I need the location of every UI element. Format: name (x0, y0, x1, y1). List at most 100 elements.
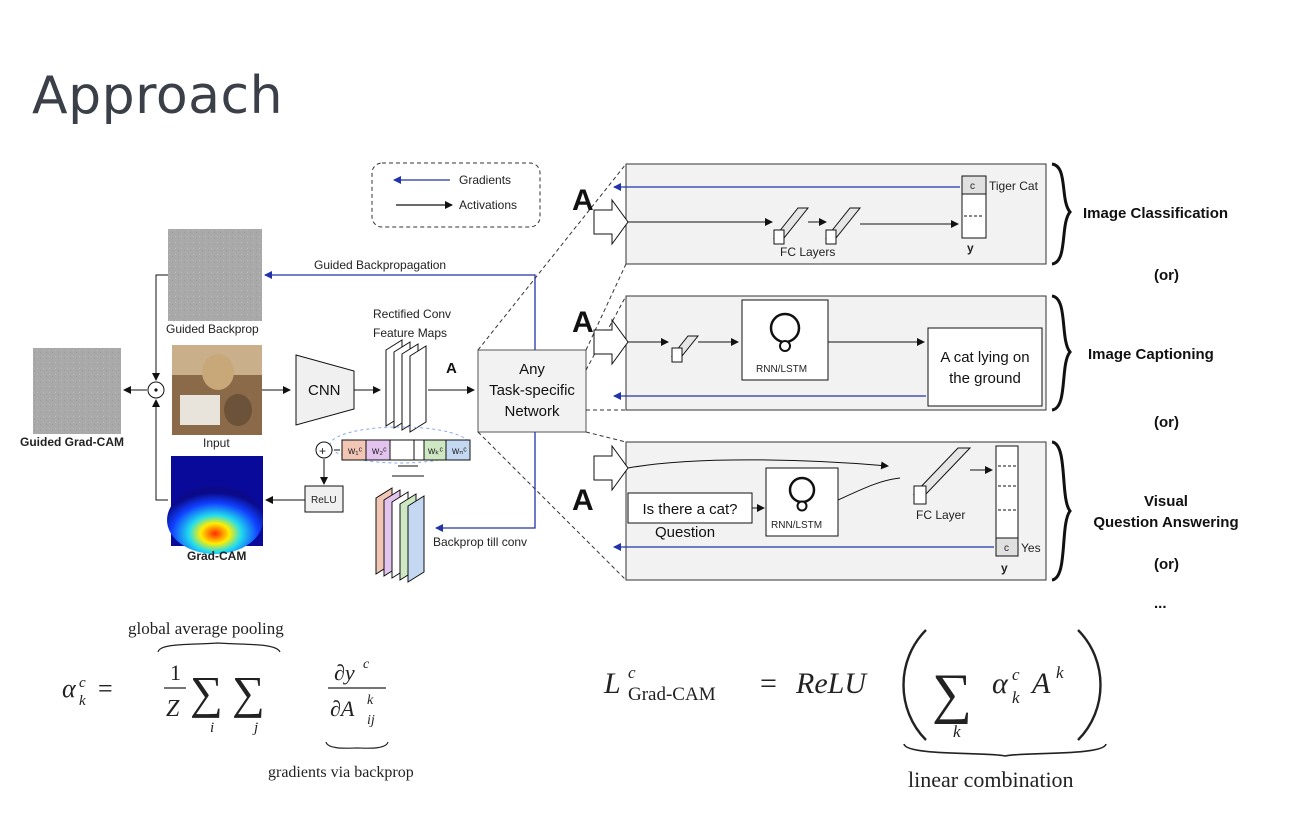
term-alpha-sup: c (1012, 665, 1020, 684)
weight-k: wₖᶜ (427, 446, 443, 457)
classification-fc-layers (772, 207, 862, 245)
partial-numerator: ∂y (334, 660, 355, 685)
term-alpha: α (992, 667, 1009, 700)
backprop-till-conv-label: Backprop till conv (433, 535, 527, 549)
classification-task-label: Image Classification (1083, 205, 1228, 222)
backprop-till-conv-arrow (435, 432, 536, 532)
vqa-rnn-to-fc-curve (837, 477, 901, 501)
captioning-input-arrow (593, 318, 629, 366)
vqa-output-vector (995, 445, 1019, 557)
partial-denominator-sub: ij (367, 713, 375, 728)
gradcam-to-multiply-line (152, 399, 168, 501)
L-symbol: L (603, 667, 621, 700)
alpha-equation: global average pooling α c k = 1 Z ∑ i ∑… (62, 619, 414, 781)
captioning-brace (1051, 294, 1072, 412)
gradcam-heatmap (167, 456, 263, 554)
sum-k-sigma: ∑ (932, 663, 972, 725)
captioning-A: A (572, 306, 594, 339)
slide-title: Approach (32, 66, 284, 126)
guided-gradcam-label: Guided Grad-CAM (20, 435, 124, 449)
term-A-sup: k (1056, 663, 1064, 682)
left-paren (902, 629, 927, 741)
sum-node (315, 441, 333, 459)
caption-line-2: the ground (949, 370, 1021, 387)
captioning-rnn-label: RNN/LSTM (756, 364, 807, 375)
cnn-label: CNN (308, 382, 341, 399)
question-label: Question (655, 524, 715, 541)
sum-j-sigma: ∑ (232, 667, 265, 718)
or-label-2: (or) (1154, 414, 1179, 431)
classification-A: A (572, 184, 594, 217)
linear-combination-label: linear combination (908, 767, 1074, 792)
question-text: Is there a cat? (642, 501, 737, 518)
guided-backprop-arrow (264, 271, 536, 352)
activation-A-label: A (446, 360, 457, 377)
gradients-underbrace (325, 741, 389, 749)
classification-y: y (967, 241, 974, 255)
vqa-input-arrow (593, 444, 629, 492)
alpha-lhs-sup: c (79, 675, 86, 691)
or-label-3: (or) (1154, 556, 1179, 573)
cnn-block (295, 354, 355, 426)
right-paren (1077, 629, 1102, 741)
gradcam-equation: L c Grad-CAM = ReLU ∑ k α c k A k linear… (603, 629, 1107, 792)
guided-backprop-label: Guided Backprop (166, 322, 259, 336)
partial-denominator: ∂A (330, 696, 355, 721)
vqa-activation-curve (627, 459, 889, 470)
guided-backprop-arrow-label: Guided Backpropagation (314, 258, 446, 272)
network-label-3: Network (504, 403, 560, 420)
pooling-overbrace (157, 642, 281, 653)
network-label-1: Any (519, 361, 545, 378)
input-label: Input (203, 436, 230, 450)
vqa-task-label-1: Visual (1144, 493, 1188, 510)
sum-node-plus: + (319, 444, 326, 458)
alpha-lhs-sub: k (79, 693, 86, 709)
weights-vector (341, 439, 471, 461)
legend-gradients-label: Gradients (459, 173, 511, 187)
partial-denominator-sup: k (367, 693, 374, 708)
classification-input-arrow (593, 198, 629, 246)
classification-class-label: Tiger Cat (989, 179, 1039, 193)
L-equals: = (760, 667, 777, 700)
guided-backprop-image (168, 229, 262, 321)
alpha-lhs: α (62, 674, 77, 703)
vqa-fc-layer (912, 447, 972, 505)
ellipsis: ... (1154, 595, 1167, 612)
vqa-brace (1051, 440, 1072, 582)
task-network-box (477, 349, 587, 433)
partial-numerator-sup: c (363, 657, 370, 672)
frac-numerator: 1 (170, 660, 181, 685)
vqa-task-label-2: Question Answering (1093, 514, 1238, 531)
L-sup: c (628, 663, 636, 682)
relu-box (304, 485, 344, 513)
vqa-c: c (1004, 543, 1009, 554)
input-image (172, 345, 262, 435)
L-sub: Grad-CAM (628, 684, 716, 705)
gradients-label: gradients via backprop (268, 764, 414, 781)
sum-i-index: i (210, 720, 214, 736)
backprop-to-multiply-line (152, 274, 168, 381)
or-label-1: (or) (1154, 267, 1179, 284)
vqa-fc-label: FC Layer (916, 508, 965, 522)
sum-j-index: j (252, 720, 258, 736)
term-alpha-sub: k (1012, 688, 1020, 707)
guided-gradcam-image (33, 348, 121, 434)
vqa-rnn-node (796, 500, 808, 512)
captioning-rnn-node (779, 340, 791, 352)
linear-underbrace (903, 743, 1107, 757)
caption-line-1: A cat lying on (940, 349, 1029, 366)
relu-text: ReLU (795, 667, 868, 700)
network-label-2: Task-specific (489, 382, 575, 399)
global-pooling-label: global average pooling (128, 619, 284, 638)
alpha-equals: = (98, 674, 113, 703)
feature-maps (385, 339, 427, 433)
classification-c: c (970, 181, 975, 192)
captioning-task-label: Image Captioning (1088, 346, 1214, 363)
term-A: A (1030, 667, 1051, 700)
weight-2: w₂ᶜ (371, 446, 387, 457)
legend: Gradients Activations (371, 162, 541, 228)
vqa-rnn-label: RNN/LSTM (771, 520, 822, 531)
multiply-dot (154, 388, 158, 392)
question-box (627, 492, 753, 524)
